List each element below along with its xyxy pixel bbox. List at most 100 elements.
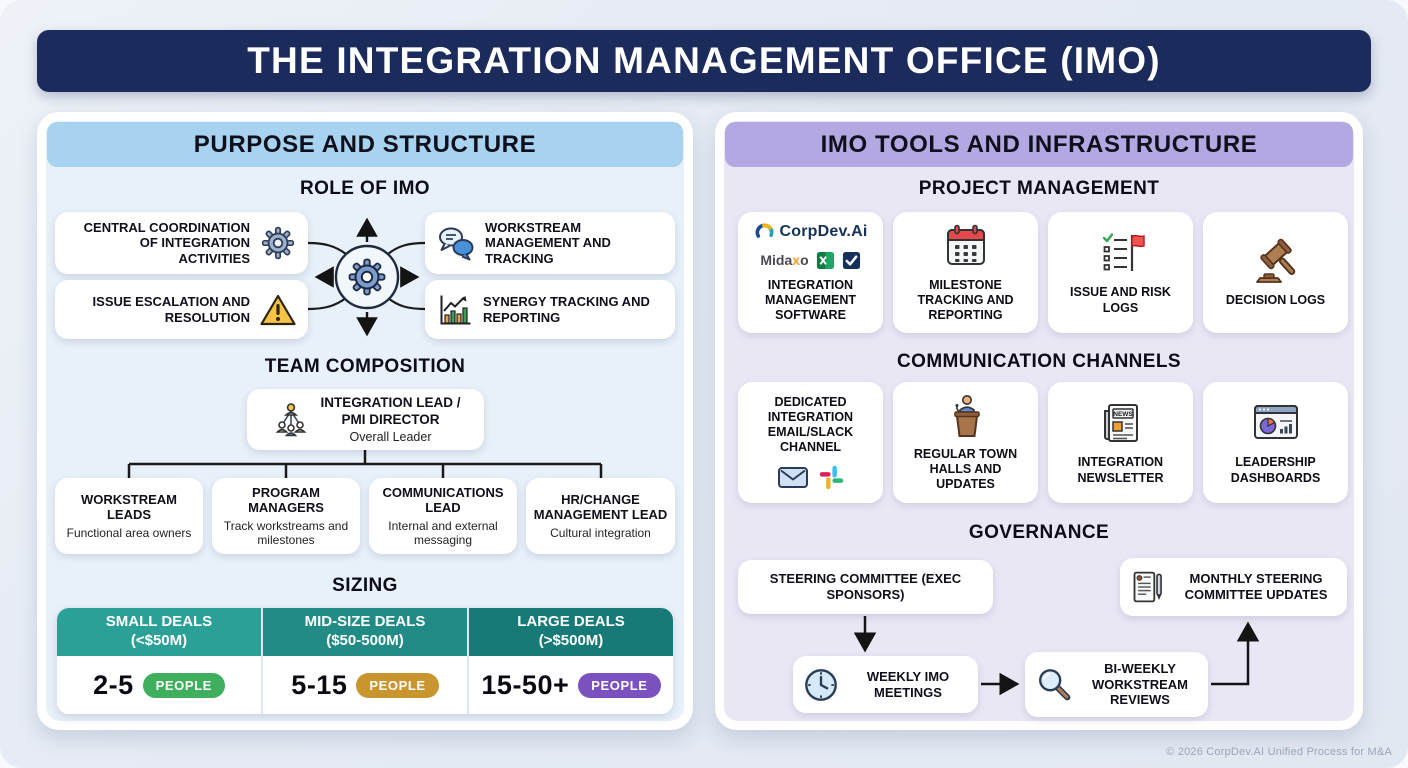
people-badge: PEOPLE (356, 672, 439, 698)
checklist-flag-icon (1102, 233, 1145, 272)
gov-label: STEERING COMMITTEE (EXEC SPONSORS) (769, 571, 962, 602)
member-subtitle: Functional area owners (66, 526, 192, 541)
pm-card-issue-risk-logs: ISSUE AND RISK LOGS (1048, 212, 1193, 333)
member-title: COMMUNICATIONS LEAD (382, 484, 504, 515)
deal-size-label: MID-SIZE DEALS (304, 613, 426, 631)
role-box-central-coordination: CENTRAL COORDINATION OF INTEGRATION ACTI… (55, 212, 308, 274)
card-label: INTEGRATION MANAGEMENT SOFTWARE (765, 277, 856, 323)
page-title: THE INTEGRATION MANAGEMENT OFFICE (IMO) (37, 30, 1371, 92)
dashboard-icon (1253, 405, 1298, 440)
leader-box: INTEGRATION LEAD / PMI DIRECTOR Overall … (247, 389, 484, 450)
purpose-panel-header: PURPOSE AND STRUCTURE (47, 122, 683, 167)
gov-box-biweekly-reviews: BI-WEEKLY WORKSTREAM REVIEWS (1025, 652, 1208, 717)
gov-box-steering-committee: STEERING COMMITTEE (EXEC SPONSORS) (738, 560, 993, 614)
sizing-heading: SIZING (332, 575, 398, 596)
team-composition-heading: TEAM COMPOSITION (264, 356, 466, 377)
card-label: REGULAR TOWN HALLS AND UPDATES (913, 446, 1018, 492)
slack-icon (819, 465, 843, 489)
member-box-hr-change-lead: HR/CHANGE MANAGEMENT LEAD Cultural integ… (526, 478, 675, 554)
clock-icon (805, 668, 837, 701)
newsletter-icon-text: NEWS (1113, 411, 1133, 418)
comm-card-email-slack: DEDICATED INTEGRATION EMAIL/SLACK CHANNE… (738, 382, 883, 503)
tools-infrastructure-panel: IMO TOOLS AND INFRASTRUCTURE PROJECT MAN… (715, 112, 1363, 730)
role-of-imo-heading: ROLE OF IMO (299, 178, 430, 199)
project-management-heading: PROJECT MANAGEMENT (918, 178, 1160, 199)
card-label: ISSUE AND RISK LOGS (1070, 285, 1171, 315)
member-title: PROGRAM MANAGERS (248, 484, 324, 515)
sizing-cell: 5-15 PEOPLE (263, 656, 467, 714)
sizing-cell: 2-5 PEOPLE (57, 656, 261, 714)
report-pen-icon (1133, 571, 1162, 603)
podium-icon (953, 394, 980, 437)
member-subtitle: Internal and external messaging (388, 519, 498, 548)
growth-chart-icon (440, 295, 471, 324)
role-label: SYNERGY TRACKING AND REPORTING (483, 294, 650, 325)
excel-icon (816, 251, 834, 269)
card-label: MILESTONE TRACKING AND REPORTING (917, 277, 1014, 323)
gear-icon (261, 226, 295, 260)
gov-label: MONTHLY STEERING COMMITTEE UPDATES (1184, 571, 1328, 602)
people-badge: PEOPLE (578, 672, 661, 698)
copyright-footer: © 2026 CorpDev.AI Unified Process for M&… (1166, 746, 1392, 758)
card-label: DEDICATED INTEGRATION EMAIL/SLACK CHANNE… (767, 394, 854, 455)
people-badge: PEOPLE (142, 672, 225, 698)
comm-card-newsletter: NEWS INTEGRATION NEWSLETTER (1048, 382, 1193, 503)
people-count: 15-50+ (481, 669, 570, 700)
pm-card-milestone-tracking: MILESTONE TRACKING AND REPORTING (893, 212, 1038, 333)
leader-subtitle: Overall Leader (349, 429, 432, 444)
sizing-column-small-deals: SMALL DEALS (<$50M) 2-5 PEOPLE (57, 608, 261, 714)
gov-box-weekly-meetings: WEEKLY IMO MEETINGS (793, 656, 978, 713)
tools-panel-header: IMO TOOLS AND INFRASTRUCTURE (725, 122, 1353, 167)
role-label: WORKSTREAM MANAGEMENT AND TRACKING (485, 220, 611, 266)
deal-range-label: (>$500M) (538, 632, 604, 649)
role-box-synergy-tracking: SYNERGY TRACKING AND REPORTING (425, 280, 675, 339)
calendar-icon (946, 224, 985, 265)
sizing-cell: 15-50+ PEOPLE (469, 656, 673, 714)
communication-channels-heading: COMMUNICATION CHANNELS (897, 351, 1181, 372)
sizing-column-header: LARGE DEALS (>$500M) (469, 608, 673, 656)
comm-card-town-halls: REGULAR TOWN HALLS AND UPDATES (893, 382, 1038, 503)
newspaper-icon: NEWS (1103, 404, 1138, 443)
gov-label: BI-WEEKLY WORKSTREAM REVIEWS (1091, 660, 1189, 708)
deal-size-label: LARGE DEALS (517, 613, 625, 631)
midaxo-logo: Midaxo (760, 252, 809, 269)
card-label: LEADERSHIP DASHBOARDS (1230, 455, 1321, 485)
deal-range-label: (<$50M) (130, 632, 188, 649)
purpose-structure-panel: PURPOSE AND STRUCTURE ROLE OF IMO CENTRA… (37, 112, 693, 730)
member-box-program-managers: PROGRAM MANAGERS Track workstreams and m… (212, 478, 360, 554)
deal-size-label: SMALL DEALS (105, 613, 213, 631)
magnifier-icon (1039, 668, 1071, 700)
sizing-column-midsize-deals: MID-SIZE DEALS ($50-500M) 5-15 PEOPLE (261, 608, 467, 714)
people-count: 5-15 (291, 669, 348, 700)
leader-title-line2: PMI DIRECTOR (341, 411, 440, 427)
warning-triangle-icon (260, 294, 296, 325)
sizing-column-large-deals: LARGE DEALS (>$500M) 15-50+ PEOPLE (467, 608, 673, 714)
role-box-workstream-management: WORKSTREAM MANAGEMENT AND TRACKING (425, 212, 675, 274)
org-people-icon (275, 402, 306, 436)
gov-label: WEEKLY IMO MEETINGS (866, 668, 950, 700)
comm-card-leadership-dashboards: LEADERSHIP DASHBOARDS (1203, 382, 1348, 503)
tasks-check-icon (842, 251, 860, 269)
software-logos: Midaxo (760, 251, 860, 270)
member-title: HR/CHANGE MANAGEMENT LEAD (533, 491, 668, 522)
sizing-column-header: SMALL DEALS (<$50M) (57, 608, 261, 656)
gov-box-monthly-updates: MONTHLY STEERING COMMITTEE UPDATES (1120, 558, 1347, 616)
card-label: DECISION LOGS (1225, 292, 1326, 307)
member-subtitle: Cultural integration (550, 526, 651, 541)
member-box-workstream-leads: WORKSTREAM LEADS Functional area owners (55, 478, 203, 554)
pm-card-integration-software: CorpDev.Ai Midaxo INTEGRATION MANAGEMENT… (738, 212, 883, 333)
member-title: WORKSTREAM LEADS (80, 491, 178, 522)
leader-title-line1: INTEGRATION LEAD / (320, 395, 461, 411)
corpdev-brand: CorpDev.Ai (754, 222, 868, 243)
chat-bubbles-icon (439, 227, 474, 261)
member-box-communications-lead: COMMUNICATIONS LEAD Internal and externa… (369, 478, 517, 554)
corpdev-brand-name: CorpDev.Ai (779, 223, 868, 241)
corpdev-logo-icon (755, 223, 774, 242)
email-slack-icons (777, 464, 845, 491)
gavel-icon (1255, 238, 1295, 283)
role-label: ISSUE ESCALATION AND RESOLUTION (92, 294, 250, 325)
governance-heading: GOVERNANCE (968, 522, 1110, 543)
sizing-table: SMALL DEALS (<$50M) 2-5 PEOPLE MID-SIZE … (57, 608, 673, 714)
pm-card-decision-logs: DECISION LOGS (1203, 212, 1348, 333)
